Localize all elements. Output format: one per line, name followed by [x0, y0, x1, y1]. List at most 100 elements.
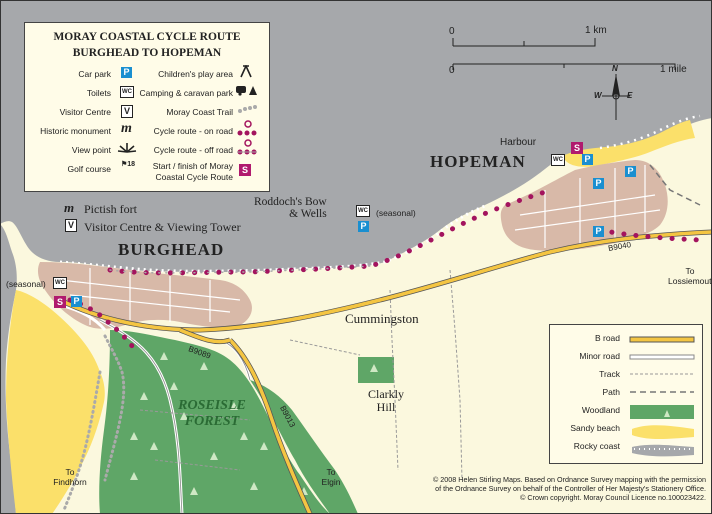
label-to-lossiemouth: To Lossiemouth [668, 266, 712, 286]
copyright-notice: © 2008 Helen Stirling Maps. Based on Ord… [360, 475, 706, 502]
start-finish-burghead-icon: S [54, 296, 66, 308]
compass-rose [602, 74, 630, 120]
car-park-hopeman-south-icon: P [593, 226, 604, 237]
label-burghead: BURGHEAD [118, 240, 225, 259]
label-to-findhorn-line1: To [65, 467, 75, 477]
legend-title: MORAY COASTAL CYCLE ROUTE BURGHEAD TO HO… [25, 29, 269, 61]
legend-cycle-on-road-label: Cycle route - on road [153, 126, 233, 136]
copyright-line3: © Crown copyright. Moray Council Licence… [520, 493, 706, 502]
legend-coast-trail-label: Moray Coast Trail [166, 107, 233, 117]
label-roseisle-line1: ROSEISLE [178, 398, 246, 413]
visitor-centre-icon: V [121, 105, 133, 118]
cycle-off-road-icon [237, 139, 257, 155]
map-legend-panel: B road Minor road Track Path Woodland Sa… [549, 324, 703, 464]
streets [59, 165, 661, 325]
golf-course-icon: ⚑18 [121, 161, 136, 168]
legend-panel: MORAY COASTAL CYCLE ROUTE BURGHEAD TO HO… [24, 22, 270, 192]
scale-bar [452, 38, 676, 70]
tree-marks [130, 352, 378, 495]
label-to-findhorn: To Findhorn [50, 467, 90, 487]
legend-start-finish-line2: Coastal Cycle Route [155, 172, 233, 182]
label-roddochs-line2: & Wells [289, 208, 327, 220]
copyright-line1: © 2008 Helen Stirling Maps. Based on Ord… [433, 475, 706, 484]
legend-start-finish-label: Start / finish of Moray Coastal Cycle Ro… [121, 161, 233, 183]
label-to-findhorn-line2: Findhorn [53, 477, 87, 487]
b-roads [58, 229, 712, 514]
play-area-icon [240, 65, 252, 78]
label-to-elgin: To Elgin [316, 467, 346, 487]
label-cummingston: Cummingston [345, 311, 419, 326]
legend-camping-label: Camping & caravan park [139, 88, 233, 98]
legend-cycle-off-road-label: Cycle route - off road [153, 145, 233, 155]
label-visitor-centre: Visitor Centre & Viewing Tower [84, 220, 241, 234]
legend-start-finish-line1: Start / finish of Moray [152, 161, 233, 171]
cycle-route [67, 297, 138, 353]
beach-west [6, 290, 105, 514]
golf-number: 18 [127, 161, 136, 168]
toilets-icon: WC [120, 86, 134, 98]
rocky-coast [59, 204, 486, 273]
label-to-elgin-line1: To [326, 467, 336, 477]
label-roseisle-line2: FOREST [184, 414, 240, 429]
label-clarkly-hill: Clarkly Hill [364, 388, 408, 414]
start-finish-icon: S [239, 164, 251, 176]
compass-n: N [612, 64, 618, 73]
viewpoint-icon [117, 143, 137, 153]
legend-title-line2: BURGHEAD TO HOPEMAN [72, 47, 222, 59]
toilets-harbour-icon: WC [551, 154, 565, 166]
legend-golf-label: Golf course [67, 164, 111, 174]
legend-visitor-centre-label: Visitor Centre [59, 107, 111, 117]
camping-icon [236, 86, 257, 96]
legend-woodland-label: Woodland [581, 405, 620, 415]
label-seasonal-west: (seasonal) [6, 279, 46, 289]
legend-historic-label: Historic monument [40, 126, 111, 136]
compass-w: W [594, 91, 602, 100]
coast-trail [62, 370, 102, 512]
historic-monument-icon: m [121, 121, 132, 136]
compass-e: E [627, 91, 633, 100]
coast-trail-icon [238, 105, 257, 113]
car-park-harbour-icon: P [582, 154, 593, 165]
legend-toilets-label: Toilets [86, 88, 111, 98]
label-roseisle-forest: ROSEISLE FOREST [162, 398, 262, 430]
car-park-roddochs-icon: P [358, 221, 369, 232]
visitor-centre-map-icon: V [65, 219, 77, 232]
map-legend-swatches [629, 336, 695, 457]
car-park-hopeman-icon: P [593, 178, 604, 189]
label-roddochs-line1: Roddoch's Bow [254, 196, 327, 208]
legend-minor-road-label: Minor road [579, 351, 620, 361]
legend-track-label: Track [599, 369, 620, 379]
scale-km-zero: 0 [449, 26, 455, 37]
legend-path-label: Path [602, 387, 621, 397]
pictish-fort-icon: m [64, 200, 75, 215]
legend-rocky-coast-label: Rocky coast [573, 441, 620, 451]
legend-play-area-label: Children's play area [158, 69, 233, 79]
label-clarkly-line2: Hill [376, 400, 396, 414]
car-park-burghead-icon: P [71, 296, 82, 307]
toilets-burghead-icon: WC [53, 277, 67, 289]
label-hopeman: HOPEMAN [430, 152, 526, 171]
label-seasonal-east: (seasonal) [376, 208, 416, 218]
label-harbour: Harbour [500, 137, 537, 148]
legend-sandy-beach-label: Sandy beach [570, 423, 620, 433]
label-clarkly-line1: Clarkly [368, 387, 404, 401]
toilets-roddochs-icon: WC [356, 205, 370, 217]
label-to-elgin-line2: Elgin [321, 477, 341, 487]
legend-view-point-label: View point [71, 145, 111, 155]
beach-hopeman [565, 120, 695, 167]
label-roddochs-bow: Roddoch's Bow & Wells [254, 196, 327, 220]
cycle-on-road-icon [237, 120, 257, 136]
scale-km-label: 1 km [585, 25, 607, 36]
legend-title-line1: MORAY COASTAL CYCLE ROUTE [53, 31, 241, 43]
tracks [139, 269, 463, 481]
copyright-line2: of the Ordnance Survey on behalf of the … [435, 484, 706, 493]
legend-car-park-label: Car park [78, 69, 111, 79]
legend-b-road-label: B road [594, 333, 620, 343]
sea-west [0, 224, 17, 514]
woodland [99, 330, 330, 514]
path-east [649, 164, 701, 206]
car-park-hopeman-east-icon: P [625, 166, 636, 177]
start-finish-hopeman-icon: S [571, 142, 583, 154]
scale-mile-zero: 0 [449, 65, 455, 76]
